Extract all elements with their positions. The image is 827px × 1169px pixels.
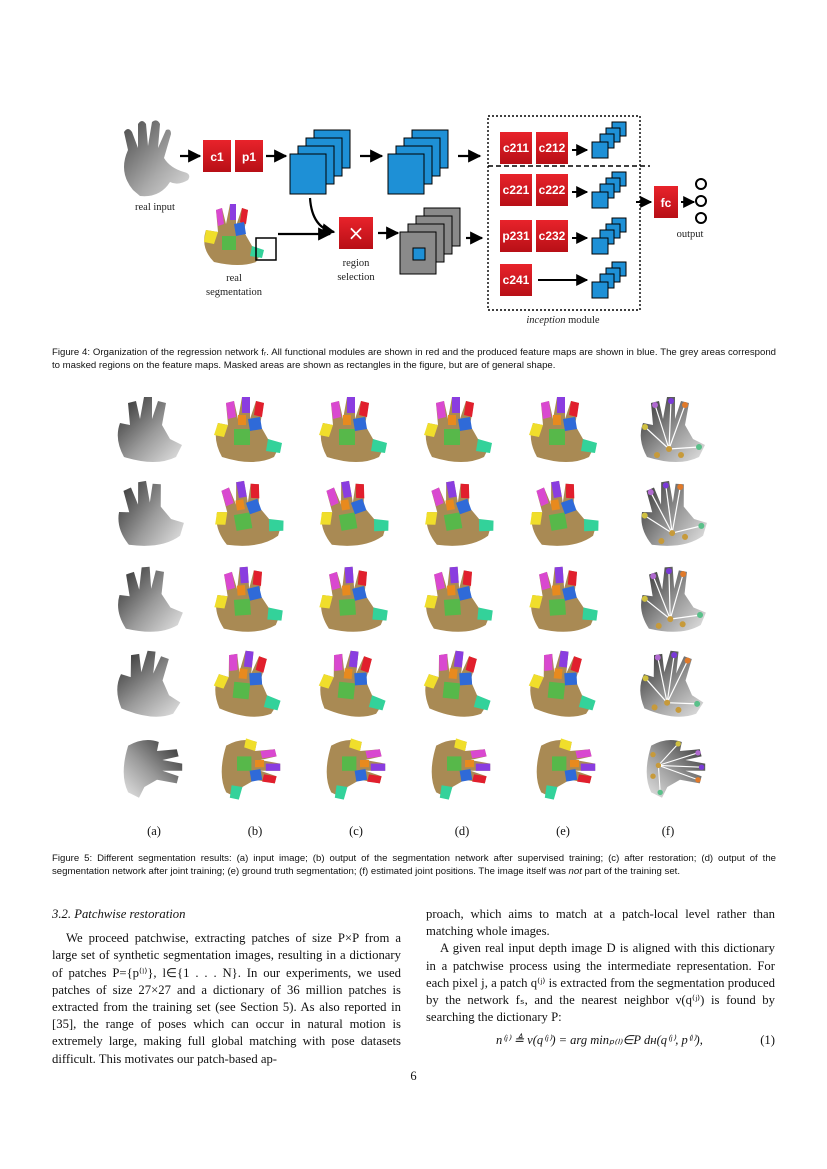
- svg-text:c241: c241: [503, 273, 530, 287]
- output-neurons: [695, 178, 707, 224]
- section-title: 3.2. Patchwise restoration: [52, 907, 186, 921]
- column-label-d: (d): [454, 824, 470, 838]
- ground-truth-segmentation-row-4: [525, 647, 601, 720]
- input-image-row-1: [117, 397, 182, 462]
- right-paragraph-2: A given real input depth image D is alig…: [426, 941, 775, 1025]
- masked-feature-map-stack: [399, 207, 461, 275]
- output-label: output: [677, 229, 704, 240]
- left-column: 3.2. Patchwise restoration We proceed pa…: [52, 906, 401, 1068]
- svg-text:c211: c211: [503, 141, 529, 155]
- column-label-c: (c): [349, 824, 363, 838]
- feature-map-stack-1: [289, 129, 351, 195]
- restored-segmentation-row-5: [326, 738, 386, 800]
- restored-segmentation-row-4: [315, 647, 391, 720]
- module-c1: c1: [203, 140, 231, 172]
- mini-stack-2: [591, 171, 627, 209]
- input-image-row-4: [114, 648, 186, 720]
- mini-stack-3: [591, 217, 627, 255]
- ground-truth-segmentation-row-5: [536, 738, 596, 800]
- column-label-e: (e): [556, 824, 570, 838]
- svg-text:c212: c212: [539, 141, 566, 155]
- module-c222: c222: [536, 174, 568, 206]
- svg-text:c232: c232: [539, 229, 566, 243]
- column-label-a: (a): [147, 824, 161, 838]
- ground-truth-segmentation-row-3: [526, 564, 600, 635]
- figure-4-caption: Figure 4: Organization of the regression…: [52, 347, 776, 371]
- region-selection-label-1: region: [343, 258, 371, 269]
- real-segmentation-label-1: real: [226, 273, 242, 284]
- module-c212: c212: [536, 132, 568, 164]
- joint-training-segmentation-row-5: [431, 738, 491, 800]
- svg-text:p231: p231: [502, 229, 530, 243]
- module-p1: p1: [235, 140, 263, 172]
- module-c221: c221: [500, 174, 532, 206]
- input-image-row-3: [115, 564, 185, 635]
- supervised-segmentation-row-5: [221, 738, 281, 800]
- inception-label: inception module: [526, 315, 600, 326]
- joint-training-segmentation-row-4: [420, 647, 496, 720]
- equation-1: n⁽ʲ⁾ ≜ ν(q⁽ʲ⁾) = arg minₚ₍ₗ₎∈P dʜ(q⁽ʲ⁾, …: [426, 1032, 775, 1054]
- joint-positions-row-5: [646, 739, 706, 799]
- svg-text:c1: c1: [210, 150, 224, 164]
- joint-training-segmentation-row-2: [418, 475, 497, 552]
- column-label-b: (b): [247, 824, 263, 838]
- selection-box: [255, 237, 277, 261]
- supervised-segmentation-row-3: [211, 564, 285, 635]
- figure-4-diagram: real input c1 p1 real segm: [124, 115, 707, 326]
- left-paragraph: We proceed patchwise, extracting patches…: [52, 931, 401, 1066]
- module-c211: c211: [500, 132, 532, 164]
- input-image-row-2: [112, 475, 187, 551]
- region-selection-label-2: selection: [337, 272, 375, 283]
- svg-text:c222: c222: [539, 183, 566, 197]
- module-c232: c232: [536, 220, 568, 252]
- inception-module-box: [487, 115, 641, 311]
- supervised-segmentation-row-4: [210, 647, 286, 720]
- page-number: 6: [410, 1069, 417, 1083]
- mini-stack-4: [591, 261, 627, 299]
- module-p231: p231: [500, 220, 532, 252]
- joint-training-segmentation-row-1: [424, 397, 492, 462]
- svg-text:fc: fc: [661, 196, 672, 210]
- supervised-segmentation-row-2: [208, 475, 287, 552]
- module-c241: c241: [500, 264, 532, 296]
- real-segmentation-image: [204, 204, 264, 265]
- figure-5-caption: Figure 5: Different segmentation results…: [52, 853, 776, 877]
- region-selection-module: ×: [339, 217, 373, 249]
- input-image-row-5: [123, 739, 183, 798]
- restored-segmentation-row-3: [316, 564, 390, 635]
- equation-number: (1): [760, 1033, 775, 1048]
- feature-map-stack-2: [387, 129, 449, 195]
- right-column: proach, which aims to match at a patch-l…: [426, 906, 775, 1054]
- svg-text:c221: c221: [503, 183, 530, 197]
- joint-positions-row-3: [637, 564, 708, 635]
- joint-training-segmentation-row-3: [421, 564, 495, 635]
- mini-stack-1: [591, 121, 627, 159]
- figure-5-grid: [112, 396, 711, 800]
- module-fc: fc: [654, 186, 678, 218]
- joint-positions-row-4: [637, 647, 709, 720]
- restored-segmentation-row-1: [319, 397, 387, 462]
- right-paragraph-1: proach, which aims to match at a patch-l…: [426, 907, 775, 939]
- joint-positions-row-2: [634, 475, 711, 552]
- svg-text:×: ×: [348, 221, 365, 245]
- ground-truth-segmentation-row-1: [529, 397, 597, 462]
- real-segmentation-label-2: segmentation: [206, 287, 263, 298]
- real-input-image: [124, 120, 190, 197]
- equation-body: n⁽ʲ⁾ ≜ ν(q⁽ʲ⁾) = arg minₚ₍ₗ₎∈P dʜ(q⁽ʲ⁾, …: [496, 1033, 703, 1048]
- ground-truth-segmentation-row-2: [523, 475, 602, 552]
- column-label-f: (f): [661, 824, 675, 838]
- restored-segmentation-row-2: [313, 475, 392, 552]
- real-input-label: real input: [135, 202, 175, 213]
- svg-text:p1: p1: [242, 150, 256, 164]
- joint-positions-row-1: [640, 396, 706, 463]
- supervised-segmentation-row-1: [214, 397, 282, 462]
